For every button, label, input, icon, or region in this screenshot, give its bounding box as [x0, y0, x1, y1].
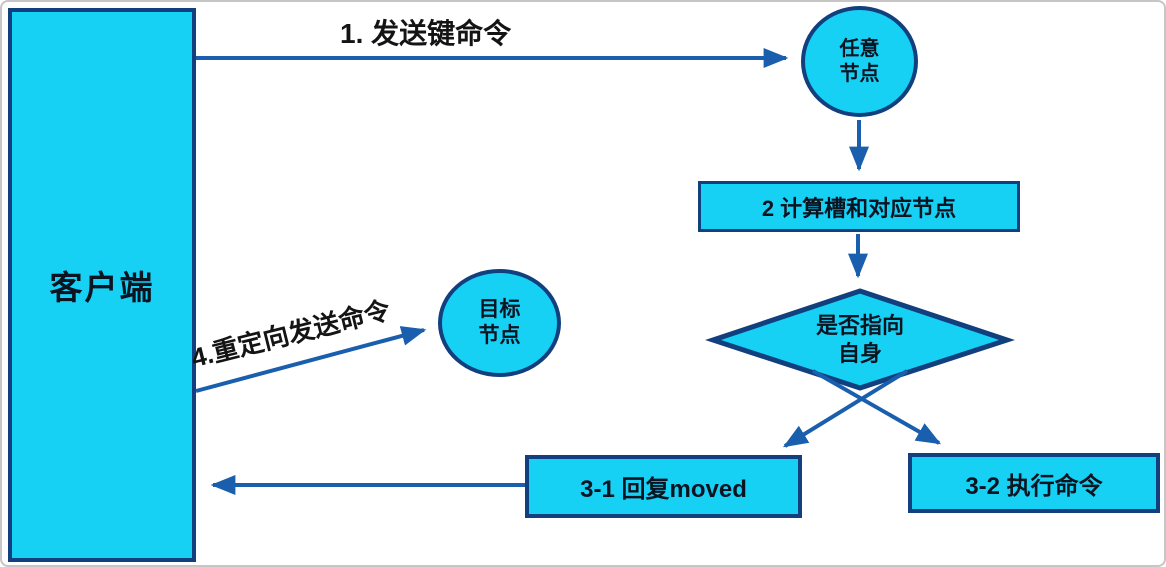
- execute-command-label: 3-2 执行命令: [965, 472, 1103, 500]
- reply-moved-node: 3-1 回复moved: [525, 455, 802, 518]
- edge-label-send-key-command: 1. 发送键命令: [340, 18, 512, 49]
- client-label: 客户端: [49, 269, 155, 306]
- compute-slot-node: 2 计算槽和对应节点: [698, 181, 1020, 232]
- any-node: 任意 节点: [801, 6, 918, 117]
- target-node-label-line2: 节点: [478, 324, 521, 347]
- edge-decision-to-execute: [812, 369, 942, 445]
- reply-moved-label: 3-1 回复moved: [580, 476, 747, 503]
- decision-label-line2: 自身: [837, 340, 882, 366]
- compute-slot-label: 2 计算槽和对应节点: [761, 195, 957, 221]
- edge-decision-to-reply-moved: [782, 369, 909, 448]
- target-node: 目标 节点: [438, 269, 561, 377]
- client-node: 客户端: [8, 8, 196, 562]
- decision-node-label: 是否指向 自身: [768, 312, 952, 367]
- any-node-label-line1: 任意: [839, 37, 880, 60]
- target-node-label-line1: 目标: [478, 297, 521, 321]
- edge-client-to-target-node: [195, 326, 427, 393]
- any-node-label-line2: 节点: [839, 62, 880, 85]
- decision-label-line1: 是否指向: [815, 313, 904, 338]
- execute-command-node: 3-2 执行命令: [908, 453, 1160, 513]
- decision-diamond: [705, 288, 1015, 391]
